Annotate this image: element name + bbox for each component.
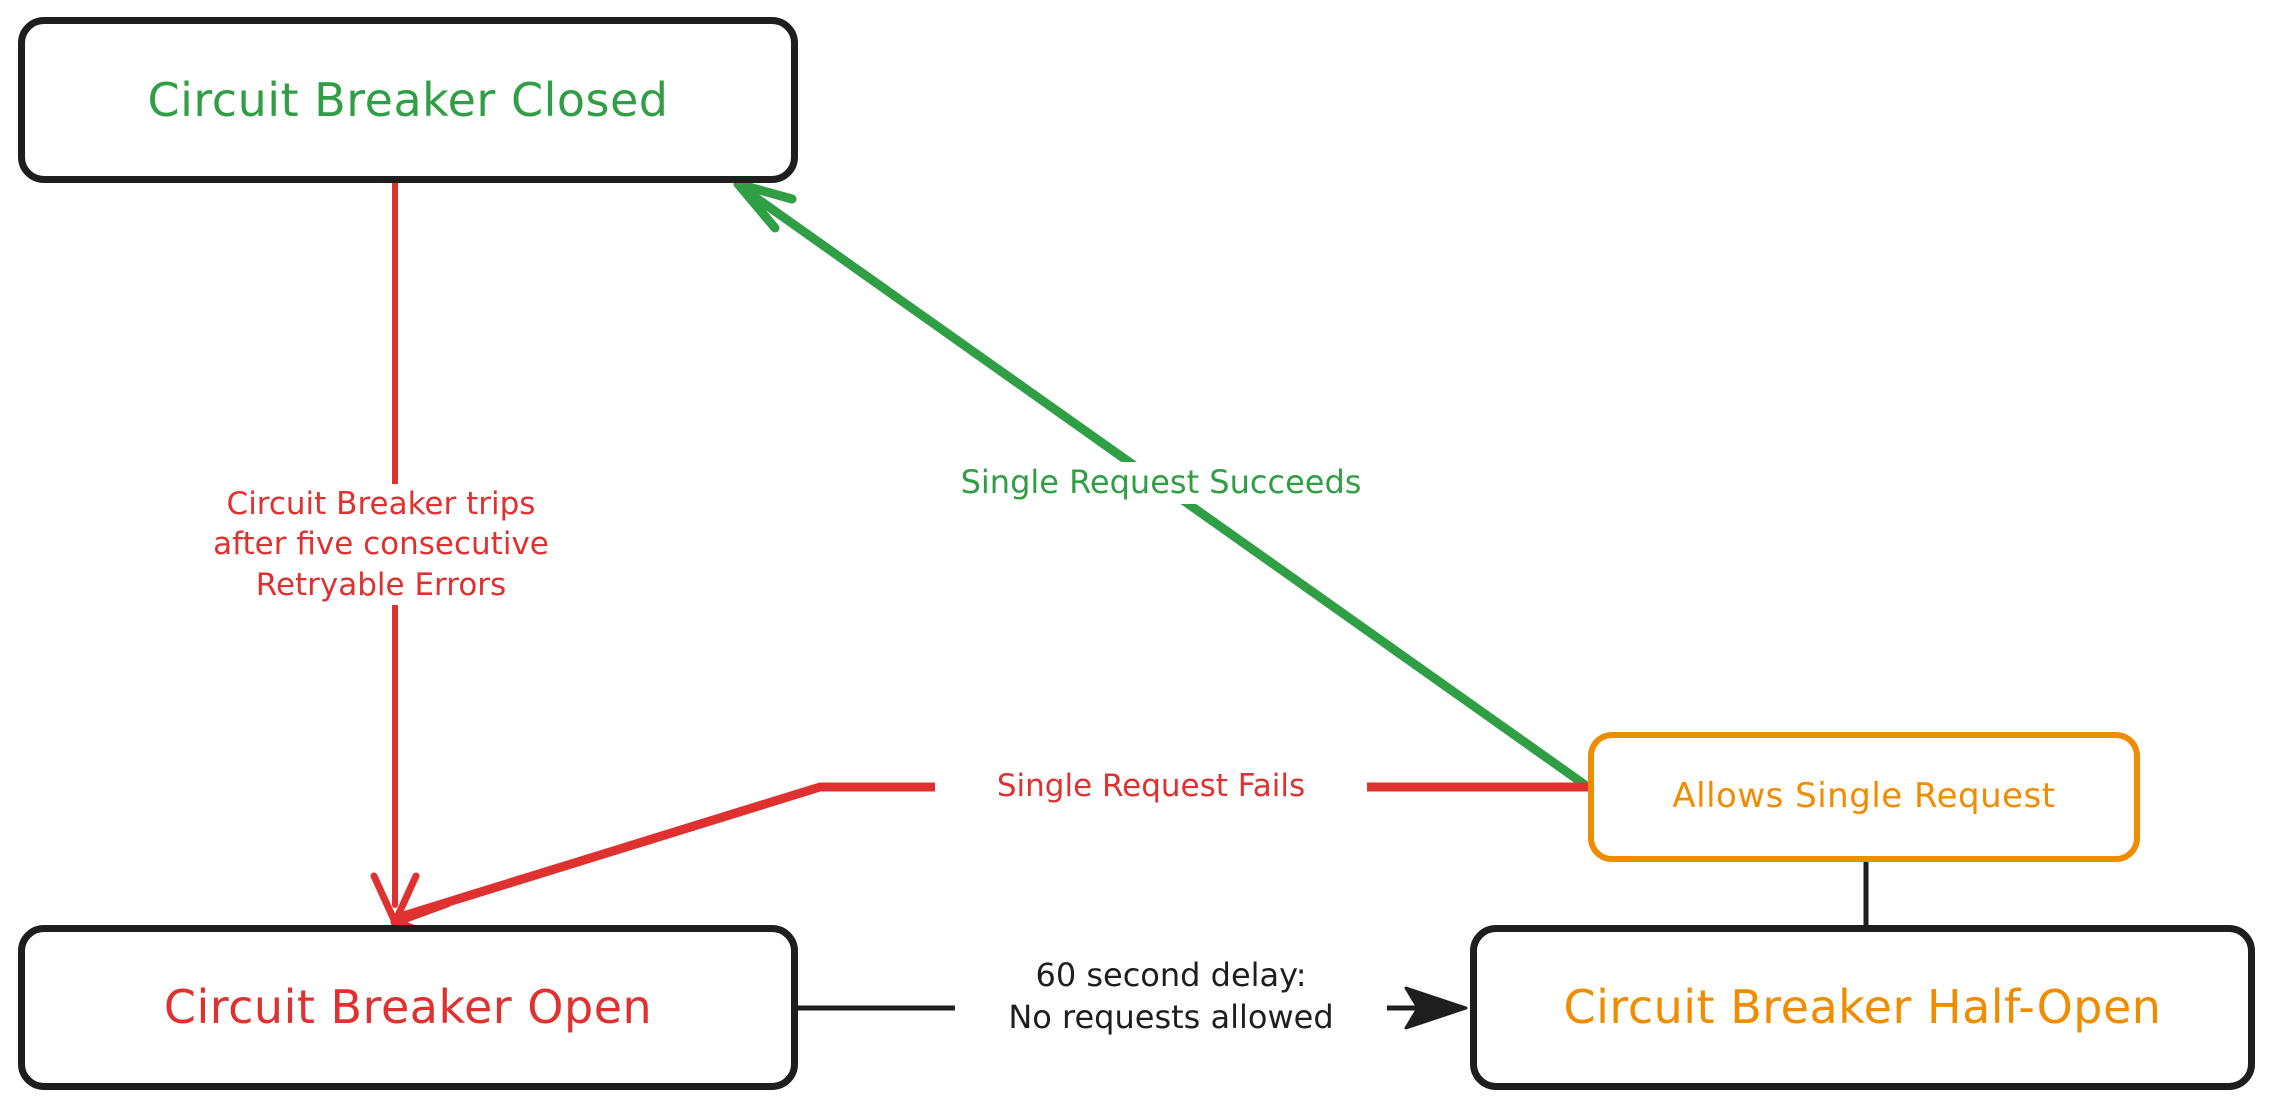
edge-label-single-request-fails: Single Request Fails: [935, 766, 1367, 807]
edge-label-single-request-succeeds: Single Request Succeeds: [905, 462, 1417, 504]
node-label-half-open: Circuit Breaker Half-Open: [1563, 980, 2162, 1035]
node-label-closed: Circuit Breaker Closed: [147, 72, 669, 127]
edge-label-circuit-breaker-trips: Circuit Breaker trips after five consecu…: [175, 484, 587, 605]
node-label-allows-single-request: Allows Single Request: [1672, 776, 2056, 817]
edge-label-sixty-second-delay: 60 second delay: No requests allowed: [955, 955, 1387, 1039]
node-circuit-breaker-closed[interactable]: Circuit Breaker Closed: [18, 17, 798, 183]
node-allows-single-request[interactable]: Allows Single Request: [1588, 732, 2140, 862]
node-circuit-breaker-open[interactable]: Circuit Breaker Open: [18, 925, 798, 1090]
node-label-open: Circuit Breaker Open: [163, 980, 653, 1035]
edge-allows-to-open: [390, 782, 1593, 941]
node-circuit-breaker-half-open[interactable]: Circuit Breaker Half-Open: [1470, 925, 2255, 1090]
